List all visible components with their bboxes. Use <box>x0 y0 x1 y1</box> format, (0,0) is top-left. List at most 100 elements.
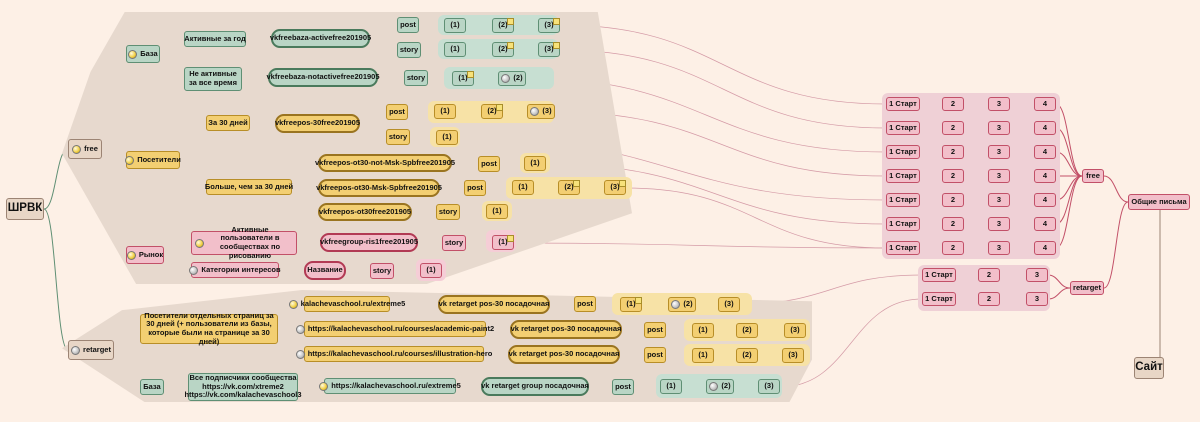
step-2-d[interactable]: (2) <box>481 104 503 119</box>
step-3-l[interactable]: (3) <box>784 323 806 338</box>
step-2-g[interactable]: (2) <box>558 180 580 195</box>
step-2-k[interactable]: (2) <box>668 297 696 312</box>
not-active-node[interactable]: Не активные за все время <box>184 67 242 91</box>
site-node[interactable]: Сайт <box>1134 357 1164 379</box>
free-node[interactable]: free <box>68 139 102 159</box>
start-1-2[interactable]: 2 <box>942 97 964 111</box>
step-1-n[interactable]: (1) <box>660 379 682 394</box>
start-7-4[interactable]: 4 <box>1034 241 1056 255</box>
start-1-4[interactable]: 4 <box>1034 97 1056 111</box>
step-1-l[interactable]: (1) <box>692 323 714 338</box>
story-node-1[interactable]: story <box>397 42 421 58</box>
start-6-2[interactable]: 2 <box>942 217 964 231</box>
step-2-b[interactable]: (2) <box>492 42 514 57</box>
step-1-a[interactable]: (1) <box>444 18 466 33</box>
post-node-6[interactable]: post <box>644 322 666 338</box>
baza2-node[interactable]: База <box>140 379 164 395</box>
baza-node[interactable]: База <box>126 45 160 63</box>
ret-pos30-a[interactable]: vk retarget pos-30 посадочная <box>438 295 550 314</box>
step-1-d[interactable]: (1) <box>434 104 456 119</box>
start-5-2[interactable]: 2 <box>942 193 964 207</box>
post-node-3[interactable]: post <box>478 156 500 172</box>
nazvanie-node[interactable]: Название <box>304 261 346 280</box>
story-node-6[interactable]: story <box>370 263 394 279</box>
start-6-3[interactable]: 3 <box>988 217 1010 231</box>
start-6-4[interactable]: 4 <box>1034 217 1056 231</box>
step-3-k[interactable]: (3) <box>718 297 740 312</box>
start-3-4[interactable]: 4 <box>1034 145 1056 159</box>
za30-node[interactable]: За 30 дней <box>206 115 250 131</box>
step-1-h[interactable]: (1) <box>486 204 508 219</box>
ret-start-2-2[interactable]: 2 <box>978 292 1000 306</box>
start-3-2[interactable]: 2 <box>942 145 964 159</box>
free-email-node[interactable]: free <box>1082 169 1104 183</box>
start-5-4[interactable]: 4 <box>1034 193 1056 207</box>
audience-active[interactable]: vkfreebaza-activefree201905 <box>270 29 371 48</box>
story-node-3[interactable]: story <box>386 129 410 145</box>
audience-notactive[interactable]: vkfreebaza-notactivefree201905 <box>267 68 380 87</box>
ret-start-2-3[interactable]: 3 <box>1026 292 1048 306</box>
audience-ot30[interactable]: vkfreepos-ot30free201905 <box>318 203 412 221</box>
story-node-5[interactable]: story <box>442 235 466 251</box>
start-2-1[interactable]: 1 Старт <box>886 121 920 135</box>
ret-start-2-1[interactable]: 1 Старт <box>922 292 956 306</box>
ret-group[interactable]: vk retarget group посадочная <box>481 377 589 396</box>
story-node-4[interactable]: story <box>436 204 460 220</box>
audience-ris[interactable]: vkfreegroup-ris1free201905 <box>320 233 418 252</box>
story-node-2[interactable]: story <box>404 70 428 86</box>
start-1-3[interactable]: 3 <box>988 97 1010 111</box>
audience-ot30-not[interactable]: vkfreepos-ot30-not-Msk-Spbfree201905 <box>315 154 455 172</box>
post-node-4[interactable]: post <box>464 180 486 196</box>
step-1-i[interactable]: (1) <box>492 235 514 250</box>
start-2-4[interactable]: 4 <box>1034 121 1056 135</box>
ret-pos30-b[interactable]: vk retarget pos-30 посадочная <box>510 320 622 339</box>
bolshe30-node[interactable]: Больше, чем за 30 дней <box>205 179 293 195</box>
ret-start-1-3[interactable]: 3 <box>1026 268 1048 282</box>
step-1-g[interactable]: (1) <box>512 180 534 195</box>
post-node-1[interactable]: post <box>397 17 419 33</box>
audience-ot30-msk[interactable]: vkfreepos-ot30-Msk-Spbfree201905 <box>316 179 442 197</box>
ret-start-1-2[interactable]: 2 <box>978 268 1000 282</box>
start-4-4[interactable]: 4 <box>1034 169 1056 183</box>
step-1-c[interactable]: (1) <box>452 71 474 86</box>
start-3-1[interactable]: 1 Старт <box>886 145 920 159</box>
start-4-2[interactable]: 2 <box>942 169 964 183</box>
post-node-2[interactable]: post <box>386 104 408 120</box>
step-3-g[interactable]: (3) <box>604 180 626 195</box>
step-2-m[interactable]: (2) <box>736 348 758 363</box>
start-7-3[interactable]: 3 <box>988 241 1010 255</box>
url-extreme5-node[interactable]: kalachevaschool.ru/extreme5 <box>288 296 405 312</box>
start-2-2[interactable]: 2 <box>942 121 964 135</box>
start-1-1[interactable]: 1 Старт <box>886 97 920 111</box>
step-2-c[interactable]: (2) <box>498 71 526 86</box>
url-hero-node[interactable]: https://kalachevaschool.ru/courses/illus… <box>295 346 492 362</box>
root-node[interactable]: ШРВК <box>6 198 44 220</box>
active-users-node[interactable]: Активные пользователи в сообществах по р… <box>191 225 297 259</box>
start-3-3[interactable]: 3 <box>988 145 1010 159</box>
url-paint2-node[interactable]: https://kalachevaschool.ru/courses/acade… <box>295 321 494 337</box>
categories-node[interactable]: Категории интересов <box>189 262 281 278</box>
step-1-j[interactable]: (1) <box>420 263 442 278</box>
active-year-node[interactable]: Активные за год <box>184 31 246 47</box>
start-5-3[interactable]: 3 <box>988 193 1010 207</box>
step-2-n[interactable]: (2) <box>706 379 734 394</box>
post-node-7[interactable]: post <box>644 347 666 363</box>
step-1-b[interactable]: (1) <box>444 42 466 57</box>
posetiteli-node[interactable]: Посетители <box>125 151 181 169</box>
step-3-m[interactable]: (3) <box>782 348 804 363</box>
ret-start-1-1[interactable]: 1 Старт <box>922 268 956 282</box>
step-2-l[interactable]: (2) <box>736 323 758 338</box>
step-3-b[interactable]: (3) <box>538 42 560 57</box>
step-2-a[interactable]: (2) <box>492 18 514 33</box>
step-1-f[interactable]: (1) <box>524 156 546 171</box>
ret-pos30-c[interactable]: vk retarget pos-30 посадочная <box>508 345 620 364</box>
post-node-5[interactable]: post <box>574 296 596 312</box>
post-node-8[interactable]: post <box>612 379 634 395</box>
common-letters-node[interactable]: Общие письма <box>1128 194 1190 210</box>
step-3-a[interactable]: (3) <box>538 18 560 33</box>
retarget-email-node[interactable]: retarget <box>1070 281 1104 295</box>
rynok-node[interactable]: Рынок <box>126 246 164 264</box>
start-7-2[interactable]: 2 <box>942 241 964 255</box>
retarget-node[interactable]: retarget <box>68 340 114 360</box>
start-5-1[interactable]: 1 Старт <box>886 193 920 207</box>
